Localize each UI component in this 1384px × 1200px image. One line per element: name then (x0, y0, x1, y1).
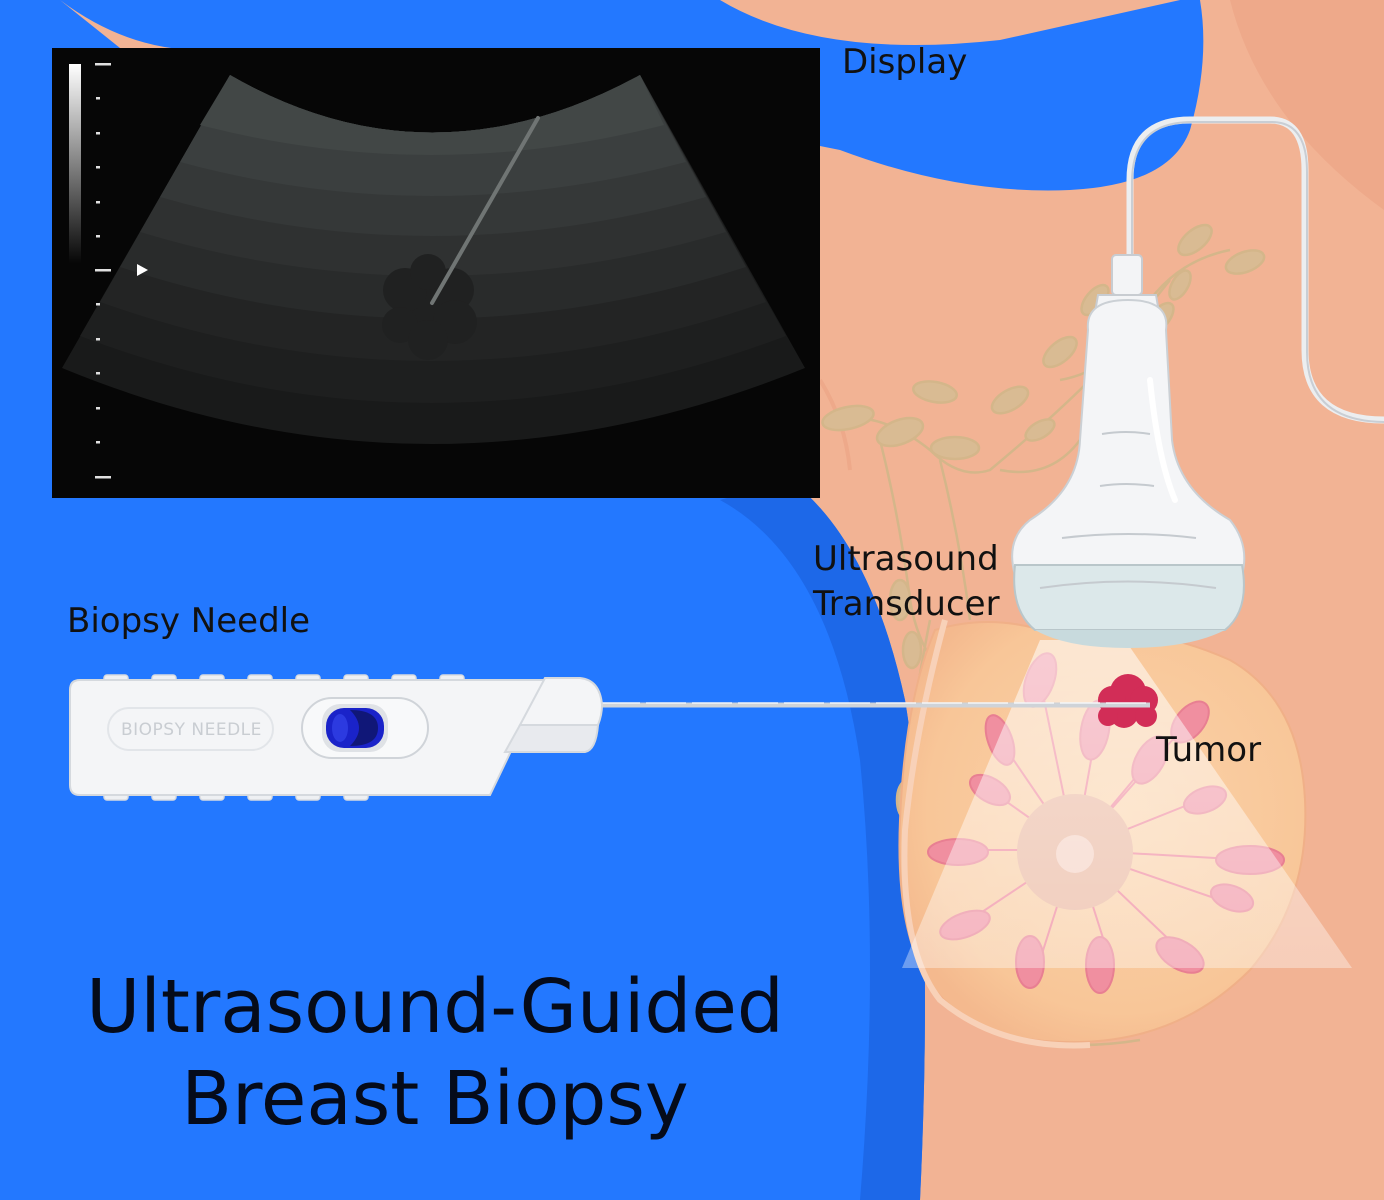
needle-echo (430, 116, 540, 305)
shoulder-skin (20, 0, 1180, 45)
transducer-label-line-1: Ultrasound (813, 539, 999, 579)
shoulder-skin-edge (60, 0, 230, 50)
scan-sector (62, 75, 805, 444)
depth-scale (95, 63, 111, 479)
ultrasound-display (52, 48, 820, 498)
title-line-2: Breast Biopsy (181, 1055, 689, 1142)
ultrasound-transducer (1011, 254, 1246, 648)
chest-shadow (1230, 0, 1384, 210)
focus-marker-icon (137, 264, 148, 276)
biopsy-needle-label: Biopsy Needle (67, 601, 311, 641)
breast-outline (901, 619, 1091, 1049)
transducer-label-line-2: Transducer (813, 584, 1000, 625)
ultrasound-beam (902, 640, 1352, 968)
device-engraving: BIOPSY NEEDLE (121, 720, 262, 740)
arm-edge (720, 480, 925, 1200)
title-line-1: Ultrasound-Guided (86, 964, 784, 1050)
page-title: Ultrasound-Guided Breast Biopsy (0, 962, 870, 1146)
transducer-cable-shadow (1131, 121, 1384, 423)
biopsy-needle-device (69, 674, 604, 801)
transducer-label: Ultrasound Transducer (813, 537, 1000, 627)
tumor-label: Tumor (1156, 730, 1262, 770)
tumor-echo (382, 254, 477, 360)
grayscale-bar (69, 64, 81, 264)
display-label: Display (842, 42, 968, 82)
